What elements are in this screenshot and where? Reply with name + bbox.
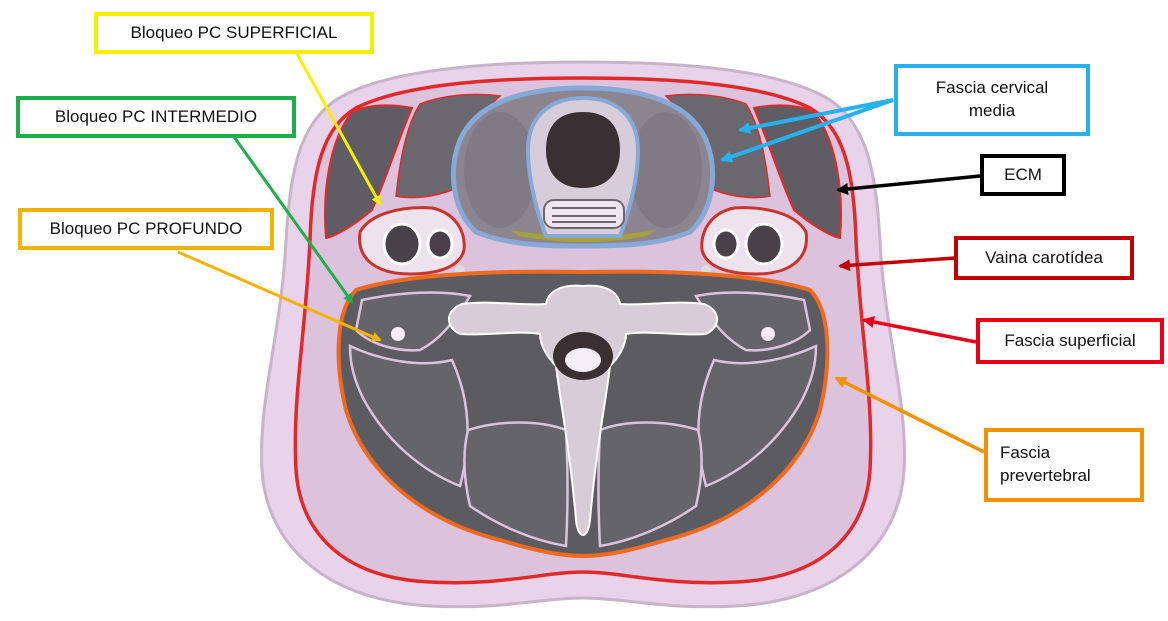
thyroid-lobe-right (630, 112, 702, 228)
carotid-sheath-right (701, 208, 806, 275)
label-middle-cervical-fascia: Fascia cervical media (894, 64, 1090, 136)
label-superficial-block: Bloqueo PC SUPERFICIAL (94, 12, 374, 54)
carotid-sheath-left (360, 208, 465, 275)
label-superficial-fascia: Fascia superficial (976, 318, 1164, 364)
label-prevertebral-fascia: Fascia prevertebral (984, 428, 1144, 502)
trachea (528, 98, 638, 236)
label-carotid-sheath: Vaina carotídea (954, 236, 1134, 280)
thyroid-lobe-left (464, 112, 536, 228)
label-ecm: ECM (980, 154, 1066, 196)
label-deep-block: Bloqueo PC PROFUNDO (18, 208, 274, 250)
label-intermediate-block: Bloqueo PC INTERMEDIO (16, 96, 296, 138)
